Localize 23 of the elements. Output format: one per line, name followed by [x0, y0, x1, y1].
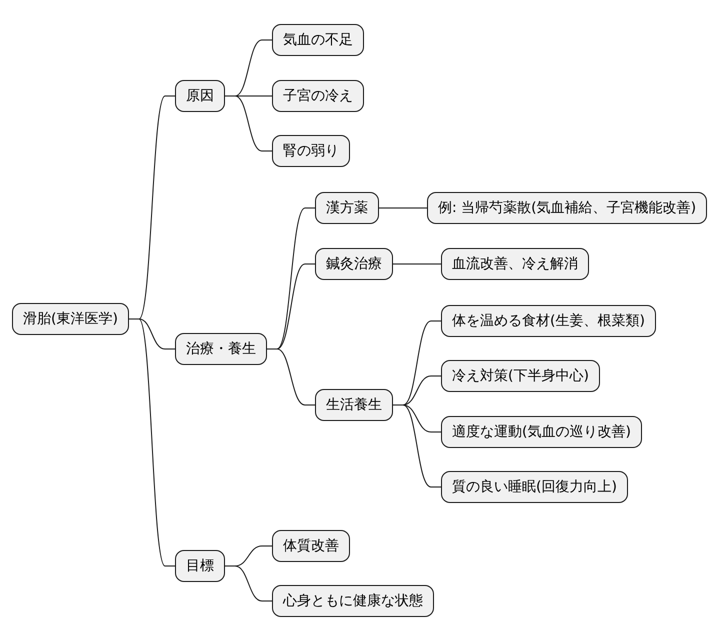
topic-box: 冷え対策(下半身中心) — [441, 360, 600, 392]
topic-box: 質の良い睡眠(回復力向上) — [441, 471, 628, 503]
connector-line — [224, 566, 272, 602]
connector-line — [266, 348, 316, 406]
topic-box: 原因 — [175, 80, 225, 112]
topic-box: 体を温める食材(生姜、根菜類) — [441, 305, 656, 337]
topic-box: 目標 — [175, 550, 225, 582]
topic-box: 子宮の冷え — [272, 80, 364, 112]
topic-box: 適度な運動(気血の巡り改善) — [441, 416, 642, 448]
connector-line — [128, 318, 176, 566]
connector-line — [224, 96, 272, 152]
connector-line — [392, 404, 442, 488]
topic-box: 治療・養生 — [175, 333, 267, 365]
topic-box: 体質改善 — [272, 530, 350, 562]
topic-box: 漢方薬 — [315, 192, 379, 224]
topic-box: 例: 当帰芍薬散(気血補給、子宮機能改善) — [427, 192, 708, 224]
topic-box: 滑胎(東洋医学) — [12, 303, 129, 335]
topic-box: 心身ともに健康な状態 — [272, 585, 434, 617]
topic-box: 気血の不足 — [272, 24, 364, 56]
topic-box: 生活養生 — [315, 389, 393, 421]
topic-box: 腎の弱り — [272, 135, 350, 167]
topic-box: 血流改善、冷え解消 — [441, 248, 589, 280]
topic-box: 鍼灸治療 — [315, 248, 393, 280]
